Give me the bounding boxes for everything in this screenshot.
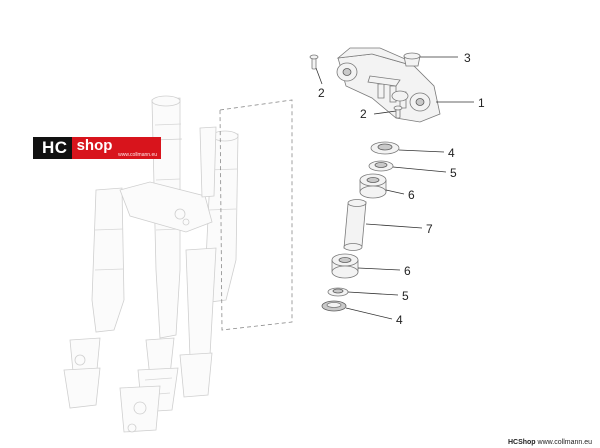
logo-shop-text: shop [76,137,113,154]
fork-slider-right [185,247,217,358]
washer-part-5-upper [368,160,394,172]
logo-hc-text: HC [33,137,72,159]
callout-labels: 3 2 1 2 4 5 6 7 6 5 4 [318,51,485,327]
dust-seal-part-4-lower [321,300,347,312]
callout-5-upper: 5 [450,166,457,180]
fork-lower-right [179,352,213,398]
clamp-bolt-part-2-lower [393,105,403,119]
upper-triple-clamp [336,47,441,123]
callout-6-upper: 6 [408,188,415,202]
leader-lines [315,56,474,320]
callout-5-lower: 5 [402,289,409,303]
footer-brand: HCShop [507,439,536,446]
callout-6-lower: 6 [404,264,411,278]
logo-url-text: www.collmann.eu [118,152,157,158]
callout-2-lower: 2 [360,107,367,121]
washer-part-5-lower [327,287,349,297]
callout-3: 3 [464,51,471,65]
fork-assembly-ghost [63,95,239,433]
logo-shop-block: shop www.collmann.eu [71,137,161,159]
spacer-tube-part-7 [343,199,367,251]
callout-2-top: 2 [318,86,325,100]
dust-seal-part-4-upper [370,141,400,155]
lower-triple-clamp [119,181,213,233]
footer-url: www.collmann.eu [537,439,592,446]
callout-4-upper: 4 [448,146,455,160]
callout-1: 1 [478,96,485,110]
callout-4-lower: 4 [396,313,403,327]
top-plug-part-3 [403,52,421,67]
fork-cap-left [151,95,181,107]
reference-dashed-frame [219,99,293,331]
footer-credit: HCShop www.collmann.eu [508,439,592,446]
callout-7: 7 [426,222,433,236]
bearing-part-6-upper [359,173,387,199]
hcshop-logo: HC shop www.collmann.eu [33,137,161,159]
bearing-part-6-lower [331,253,359,279]
clamp-bolt-part-2-top [309,54,319,70]
steering-stem-ghost [199,126,217,198]
fork-tube-back [91,187,125,333]
